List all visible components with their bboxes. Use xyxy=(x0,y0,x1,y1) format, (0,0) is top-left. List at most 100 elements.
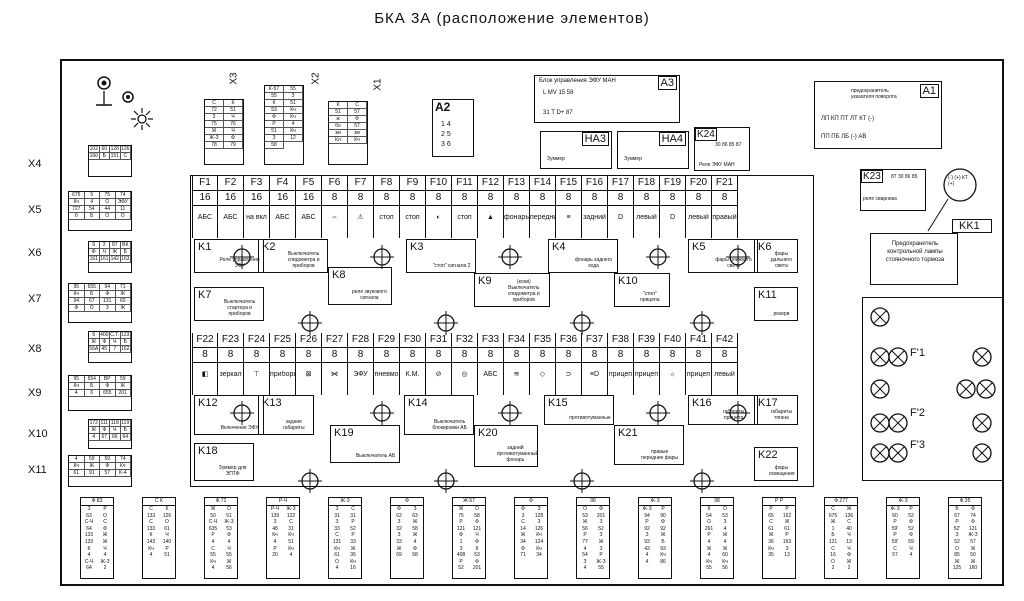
buzzer-ha3[interactable]: HA3 Зуммер xyxy=(540,131,612,169)
buzzer-ha4[interactable]: HA4 Зуммер xyxy=(617,131,689,169)
relay-k9[interactable]: K9(конв) Выключатель спидометра и прибор… xyxy=(474,273,550,307)
fuse-holder-f3[interactable]: F'3 xyxy=(910,439,925,451)
relay-k3[interactable]: K3"стоп" сигнала 2 xyxy=(406,239,476,273)
fuse-holder-f1[interactable]: F'1 xyxy=(910,347,925,359)
fuse-f25[interactable]: F258приборы xyxy=(270,333,296,395)
fuse-kk1[interactable]: Предохранитель контрольной лампы стояноч… xyxy=(870,233,958,285)
relay-k24[interactable]: K24 30 86 85 87 Реле ЭФУ МАН xyxy=(694,127,750,171)
block-a3[interactable]: A3 Блок управления ЭФУ МАН L MV 15 58 31… xyxy=(534,75,680,123)
fuse-f14[interactable]: F148передний xyxy=(530,176,556,238)
relay-k23[interactable]: K23 87 30 86 85 реле сварника xyxy=(860,169,926,211)
fuse-holder-f2[interactable]: F'2 xyxy=(910,407,925,419)
block-a1[interactable]: A1 предохранитель указателя поворота ЛП … xyxy=(814,81,942,149)
relay-k10[interactable]: K10"стоп" прицепа xyxy=(614,273,670,307)
block-a2[interactable]: A2 1 4 2 5 3 6 xyxy=(432,99,474,157)
